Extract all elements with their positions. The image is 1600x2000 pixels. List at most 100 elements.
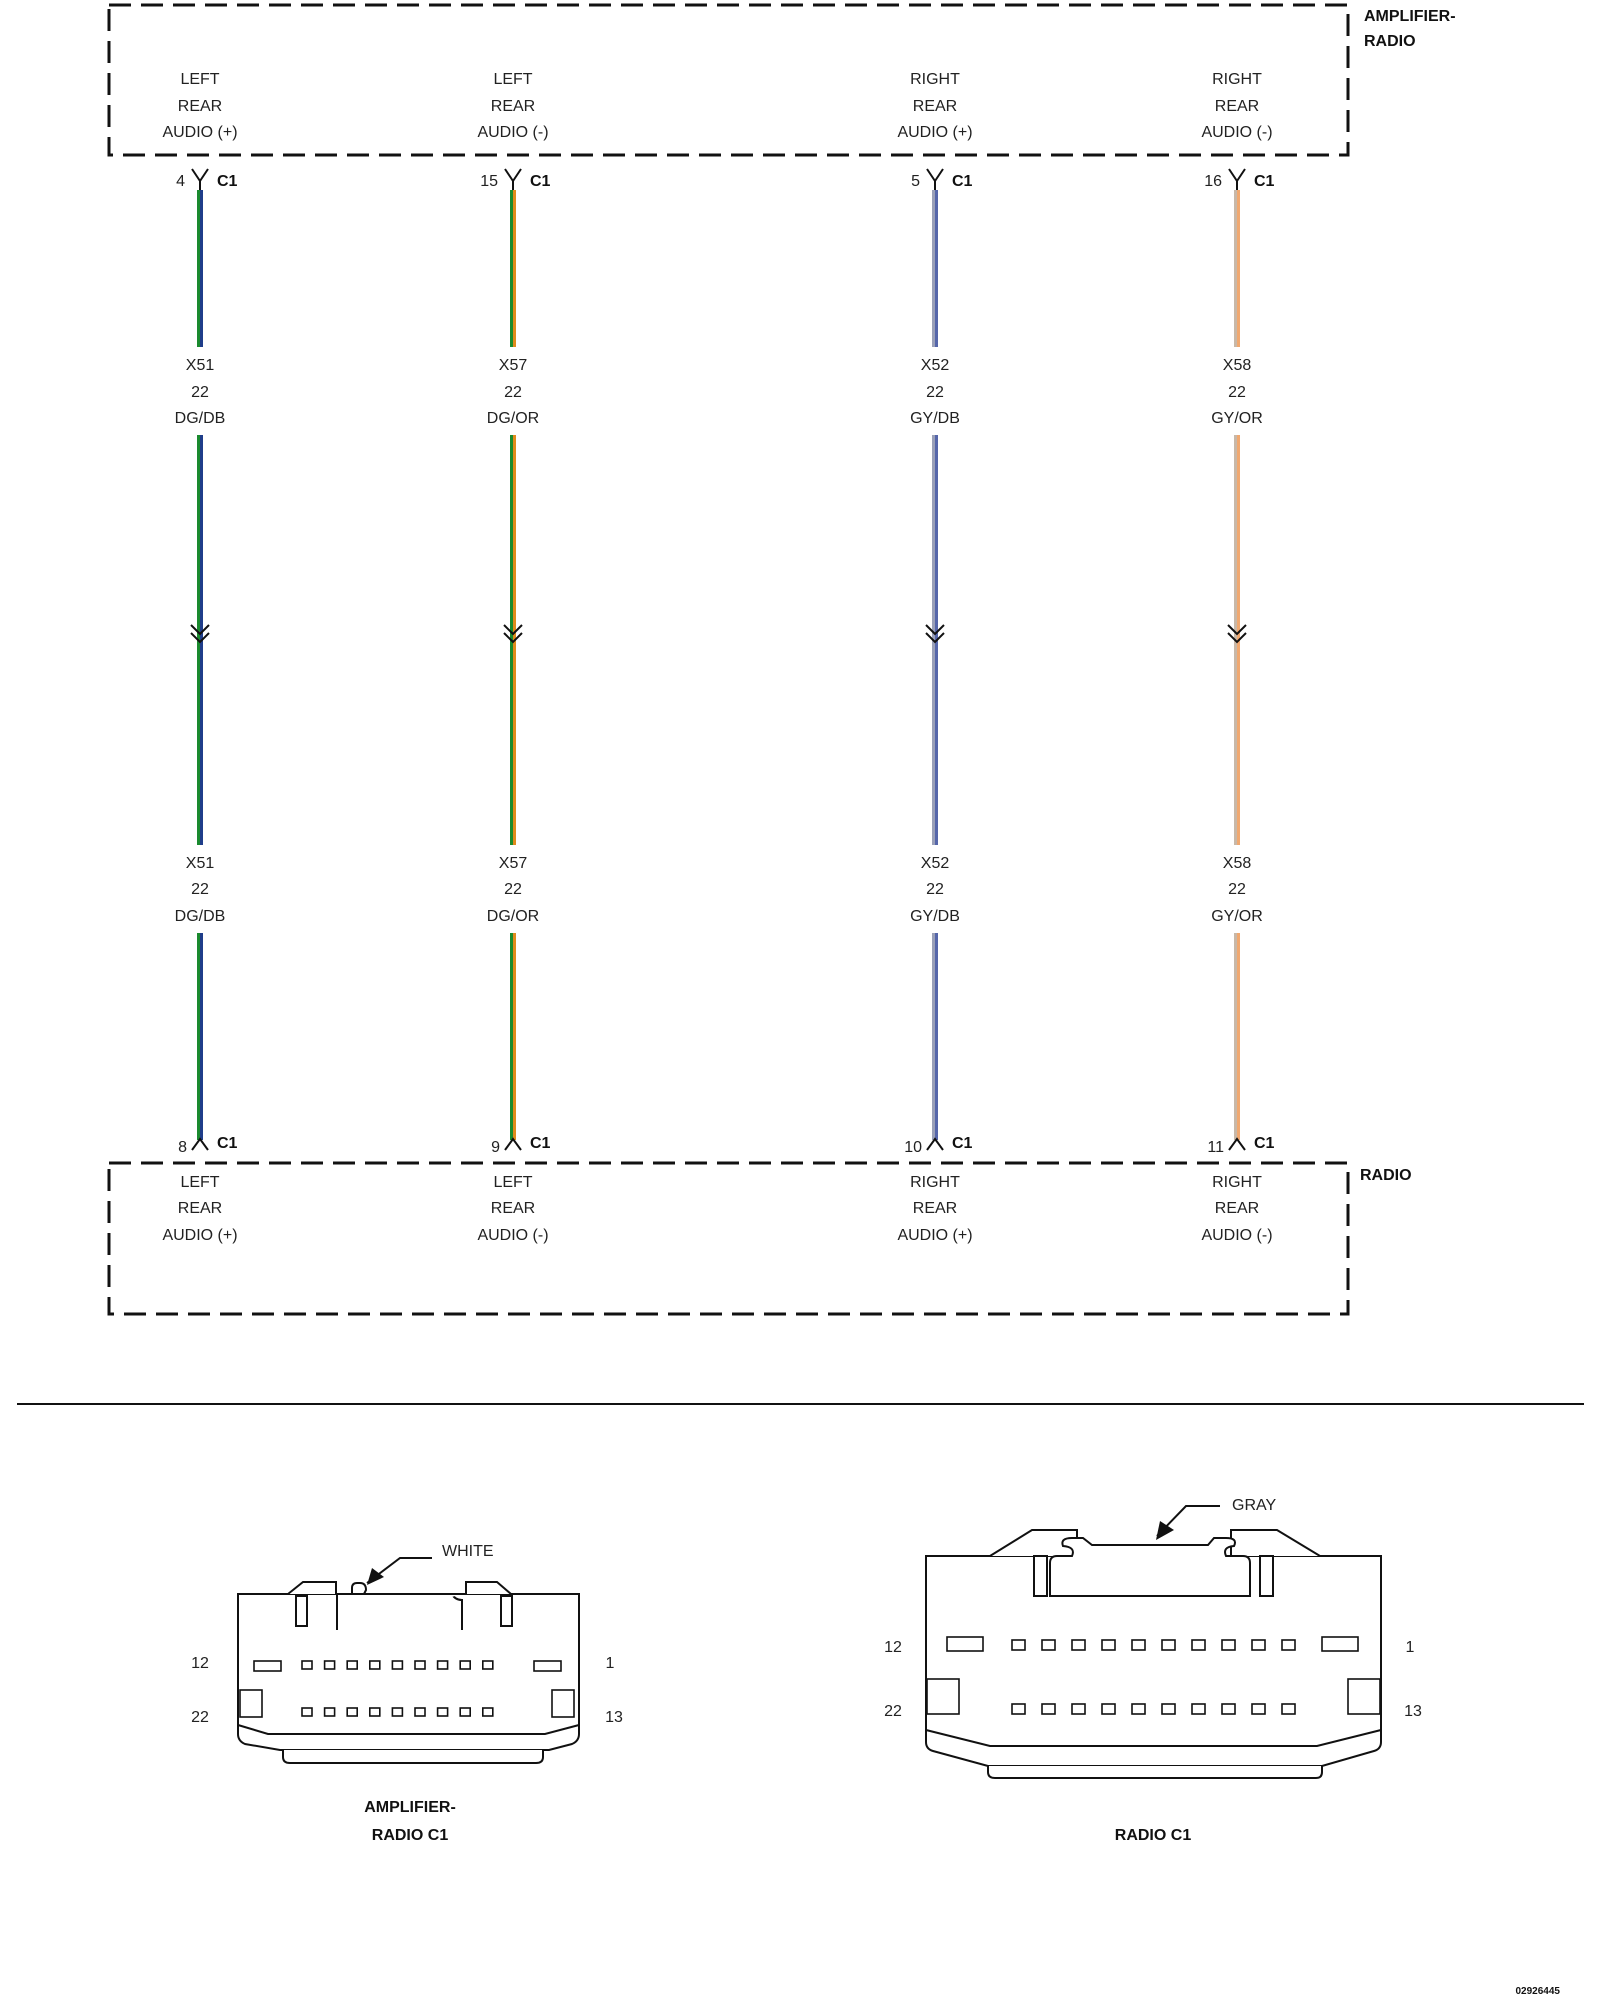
amp-pin-cavity-top-7 bbox=[436, 1660, 449, 1670]
radio-pin-row-bottom bbox=[1011, 1703, 1296, 1715]
svg-text:X52: X52 bbox=[921, 357, 950, 374]
radio-pin-label-13: 13 bbox=[1404, 1703, 1422, 1720]
radio-large-pin-1 bbox=[1321, 1636, 1359, 1652]
top-connector-label-3: C1 bbox=[952, 173, 973, 190]
radio-connector-color-label: GRAY bbox=[1232, 1497, 1276, 1514]
radio-pin-cavity-top-5 bbox=[1131, 1639, 1146, 1651]
svg-text:DG/DB: DG/DB bbox=[175, 410, 226, 427]
amplifier-radio-module: AMPLIFIER- RADIO LEFT REAR AUDIO (+) LEF… bbox=[107, 3, 1456, 157]
svg-text:AUDIO (+): AUDIO (+) bbox=[897, 124, 972, 141]
svg-text:GY/DB: GY/DB bbox=[910, 410, 960, 427]
svg-text:GY/OR: GY/OR bbox=[1211, 410, 1263, 427]
radio-pin-cavity-top-3 bbox=[1071, 1639, 1086, 1651]
bottom-pin-number-4: 11 bbox=[1207, 1139, 1224, 1156]
bottom-pin-number-2: 9 bbox=[491, 1139, 500, 1156]
svg-text:22: 22 bbox=[191, 881, 209, 898]
amp-pin-cavity-bottom-2 bbox=[323, 1707, 336, 1717]
top-connector-label-1: C1 bbox=[217, 173, 238, 190]
svg-text:AUDIO (-): AUDIO (-) bbox=[1201, 124, 1272, 141]
bottom-connector-label-4: C1 bbox=[1254, 1135, 1275, 1152]
amp-pin-label-12: 12 bbox=[191, 1655, 209, 1672]
amp-pin-cavity-top-3 bbox=[346, 1660, 359, 1670]
radio-pin-cavity-top-9 bbox=[1251, 1639, 1266, 1651]
top-connector-label-2: C1 bbox=[530, 173, 551, 190]
radio-pin-label-12: 12 bbox=[884, 1639, 902, 1656]
svg-text:REAR: REAR bbox=[1215, 98, 1259, 115]
wire-label-upper-1: X51 22 DG/DB bbox=[175, 357, 226, 427]
svg-text:AUDIO (-): AUDIO (-) bbox=[477, 1227, 548, 1244]
wire-label-lower-2: X57 22 DG/OR bbox=[487, 855, 539, 925]
radio-pin-cavity-top-10 bbox=[1281, 1639, 1296, 1651]
svg-text:X51: X51 bbox=[186, 357, 215, 374]
amp-function-label-2: LEFT REAR AUDIO (-) bbox=[477, 71, 548, 141]
top-connector-label-4: C1 bbox=[1254, 173, 1275, 190]
bottom-connector-label-3: C1 bbox=[952, 1135, 973, 1152]
svg-text:X52: X52 bbox=[921, 855, 950, 872]
amp-pin-cavity-top-2 bbox=[323, 1660, 336, 1670]
wire-3 bbox=[925, 168, 945, 1151]
wire-1 bbox=[190, 168, 210, 1151]
amp-pin-cavity-bottom-9 bbox=[481, 1707, 494, 1717]
top-pin-labels: 4 C1 15 C1 5 C1 16 C1 bbox=[176, 173, 1274, 190]
svg-text:AUDIO (-): AUDIO (-) bbox=[1201, 1227, 1272, 1244]
radio-connector-caption: RADIO C1 bbox=[1115, 1827, 1192, 1844]
svg-text:RIGHT: RIGHT bbox=[1212, 71, 1262, 88]
wire-3-inline-connector bbox=[925, 624, 945, 644]
svg-text:RIGHT: RIGHT bbox=[910, 71, 960, 88]
svg-text:DG/DB: DG/DB bbox=[175, 908, 226, 925]
amp-pin-row-bottom bbox=[301, 1707, 494, 1717]
svg-text:REAR: REAR bbox=[913, 98, 957, 115]
amp-connector-caption-line-2: RADIO C1 bbox=[372, 1827, 449, 1844]
svg-text:REAR: REAR bbox=[491, 98, 535, 115]
svg-text:22: 22 bbox=[1228, 881, 1246, 898]
wire-label-upper-3: X52 22 GY/DB bbox=[910, 357, 960, 427]
svg-text:LEFT: LEFT bbox=[180, 71, 219, 88]
amplifier-radio-module-name-line-1: AMPLIFIER- bbox=[1364, 8, 1456, 25]
amp-large-pin-1 bbox=[533, 1660, 562, 1672]
radio-function-label-4: RIGHT REAR AUDIO (-) bbox=[1201, 1174, 1272, 1244]
top-pin-number-3: 5 bbox=[911, 173, 920, 190]
amp-connector-color-label: WHITE bbox=[442, 1543, 494, 1560]
svg-text:22: 22 bbox=[926, 384, 944, 401]
amp-pin-row-top bbox=[301, 1660, 494, 1670]
wire-2-top-terminal bbox=[504, 168, 522, 190]
svg-text:RIGHT: RIGHT bbox=[910, 1174, 960, 1191]
svg-text:AUDIO (+): AUDIO (+) bbox=[162, 124, 237, 141]
amp-connector-latch-base bbox=[282, 1750, 544, 1764]
radio-pin-cavity-top-2 bbox=[1041, 1639, 1056, 1651]
amp-pin-cavity-bottom-7 bbox=[436, 1707, 449, 1717]
radio-pin-row-top bbox=[1011, 1639, 1296, 1651]
amp-pin-cavity-top-9 bbox=[481, 1660, 494, 1670]
wire-1-top-terminal bbox=[191, 168, 209, 190]
amp-function-label-4: RIGHT REAR AUDIO (-) bbox=[1201, 71, 1272, 141]
svg-text:X57: X57 bbox=[499, 357, 528, 374]
amp-function-label-1: LEFT REAR AUDIO (+) bbox=[162, 71, 237, 141]
amplifier-radio-module-name-line-2: RADIO bbox=[1364, 33, 1416, 50]
radio-function-label-1: LEFT REAR AUDIO (+) bbox=[162, 1174, 237, 1244]
radio-connector-key bbox=[1049, 1537, 1251, 1597]
svg-text:22: 22 bbox=[1228, 384, 1246, 401]
svg-text:REAR: REAR bbox=[913, 1200, 957, 1217]
wire-2-bottom-terminal bbox=[504, 1137, 522, 1151]
radio-pin-cavity-bottom-1 bbox=[1011, 1703, 1026, 1715]
wire-labels-lower: X51 22 DG/DB X57 22 DG/OR X52 22 GY/DB X… bbox=[175, 855, 1263, 925]
wire-label-upper-2: X57 22 DG/OR bbox=[487, 357, 539, 427]
amp-pin-cavity-bottom-3 bbox=[346, 1707, 359, 1717]
wire-label-upper-4: X58 22 GY/OR bbox=[1211, 357, 1263, 427]
wire-1-bottom-terminal bbox=[191, 1137, 209, 1151]
svg-text:X57: X57 bbox=[499, 855, 528, 872]
svg-text:X58: X58 bbox=[1223, 357, 1252, 374]
radio-pin-cavity-top-1 bbox=[1011, 1639, 1026, 1651]
svg-text:22: 22 bbox=[191, 384, 209, 401]
svg-text:LEFT: LEFT bbox=[493, 1174, 532, 1191]
amp-pin-cavity-top-1 bbox=[301, 1660, 313, 1670]
radio-function-label-2: LEFT REAR AUDIO (-) bbox=[477, 1174, 548, 1244]
wire-4-inline-connector bbox=[1227, 624, 1247, 644]
wire-4-top-terminal bbox=[1228, 168, 1246, 190]
wire-2 bbox=[503, 168, 523, 1151]
bottom-connector-label-1: C1 bbox=[217, 1135, 238, 1152]
wire-labels-upper: X51 22 DG/DB X57 22 DG/OR X52 22 GY/DB X… bbox=[175, 357, 1263, 427]
top-pin-number-1: 4 bbox=[176, 173, 185, 190]
amp-pin-label-1: 1 bbox=[606, 1655, 615, 1672]
radio-connector-latch-base bbox=[987, 1766, 1323, 1779]
